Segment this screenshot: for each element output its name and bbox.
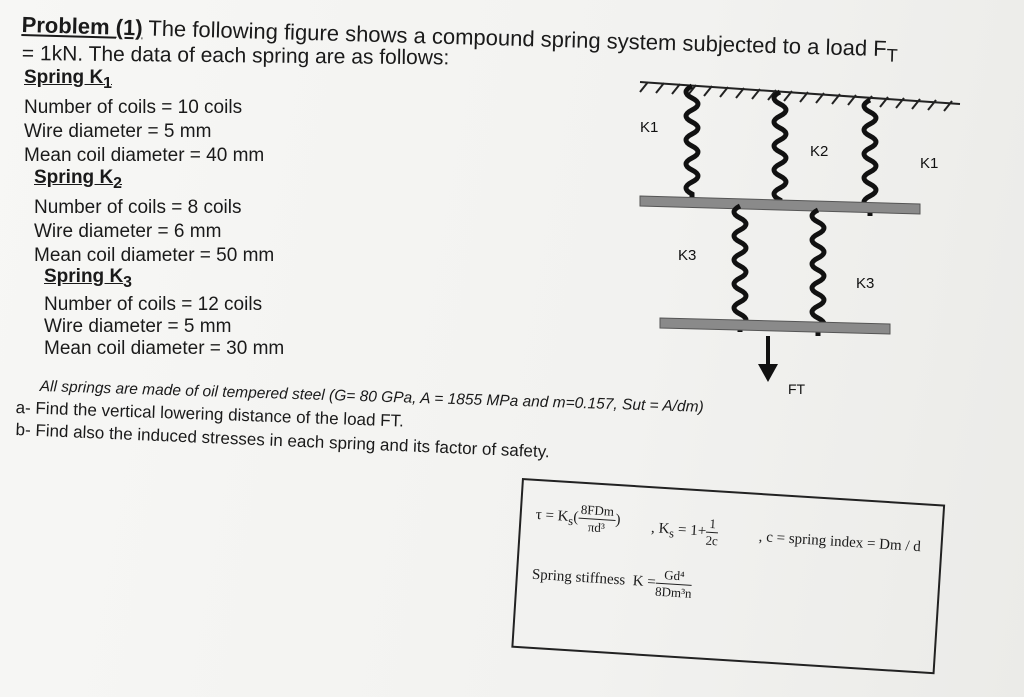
spring-k2-heading: Spring K2 xyxy=(34,167,122,192)
label-k1-right: K1 xyxy=(920,155,938,172)
label-k3-left: K3 xyxy=(678,247,696,264)
spring-index-formula: , c = spring index = Dm / d xyxy=(758,528,922,556)
spring-k1-wire: Wire diameter = 5 mm xyxy=(24,120,212,142)
spring-k3-block: Spring K3 Number of coils = 12 coils Wir… xyxy=(44,266,284,360)
bottom-plate xyxy=(659,317,891,335)
spring-k1-left-coil xyxy=(683,83,701,200)
spring-k2-coil xyxy=(771,89,789,208)
label-k3-right: K3 xyxy=(856,275,874,292)
label-force: FT xyxy=(788,381,806,397)
spring-k1-heading: Spring K1 xyxy=(24,67,112,92)
spring-k3-mean: Mean coil diameter = 30 mm xyxy=(44,337,285,359)
spring-k2-wire: Wire diameter = 6 mm xyxy=(34,220,222,242)
spring-k3-right-coil xyxy=(809,207,827,336)
spring-k1-block: Spring K1 Number of coils = 10 coils Wir… xyxy=(24,66,264,168)
label-k2: K2 xyxy=(810,143,828,160)
spring-k1-mean: Mean coil diameter = 40 mm xyxy=(24,144,265,166)
middle-plate xyxy=(639,195,921,215)
spring-k2-coils: Number of coils = 8 coils xyxy=(34,196,242,218)
problem-heading: Problem (1) xyxy=(21,12,143,41)
label-k1-left: K1 xyxy=(640,119,658,136)
spring-k3-wire: Wire diameter = 5 mm xyxy=(44,315,232,337)
spring-k2-mean: Mean coil diameter = 50 mm xyxy=(34,244,275,266)
spring-k3-left-coil xyxy=(731,203,749,332)
spring-k1-coils: Number of coils = 10 coils xyxy=(24,96,243,118)
spring-k2-block: Spring K2 Number of coils = 8 coils Wire… xyxy=(34,166,274,268)
spring-k3-coils: Number of coils = 12 coils xyxy=(44,293,263,315)
spring-system-diagram: K1 K2 K1 K3 K3 FT xyxy=(639,81,961,397)
load-arrow-icon xyxy=(758,336,778,382)
spring-k1-right-coil xyxy=(861,97,879,216)
spring-k3-heading: Spring K3 xyxy=(44,266,132,291)
ceiling-hatch xyxy=(639,81,961,112)
